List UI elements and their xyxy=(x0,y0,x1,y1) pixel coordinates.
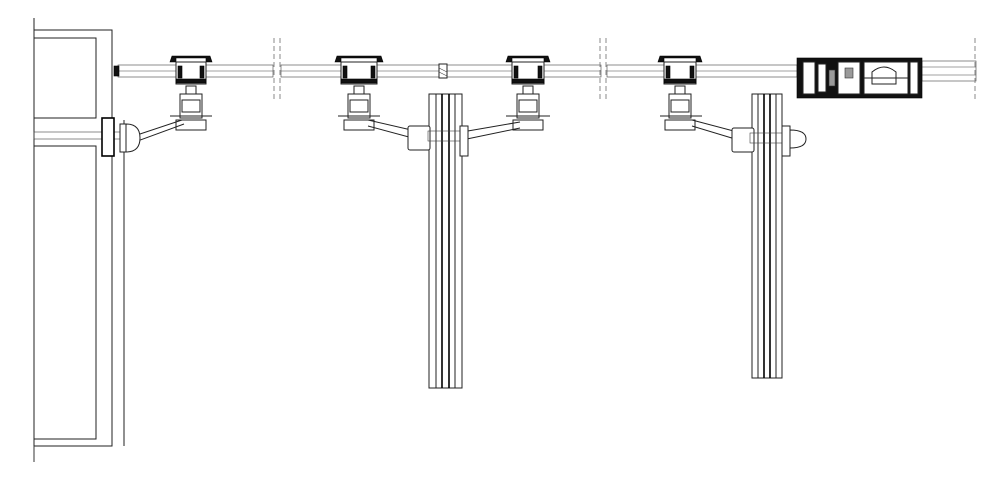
spider-fitting-3 xyxy=(461,55,551,141)
concrete-wall xyxy=(33,18,125,462)
wall-anchor xyxy=(33,117,141,157)
break-lines xyxy=(273,38,976,100)
spider-fitting-4 xyxy=(657,55,746,143)
aluminium-frame-profile xyxy=(796,57,923,99)
glass-fin-1 xyxy=(407,93,469,389)
spider-fitting-2 xyxy=(334,55,421,141)
glass-fin-2 xyxy=(731,93,807,379)
